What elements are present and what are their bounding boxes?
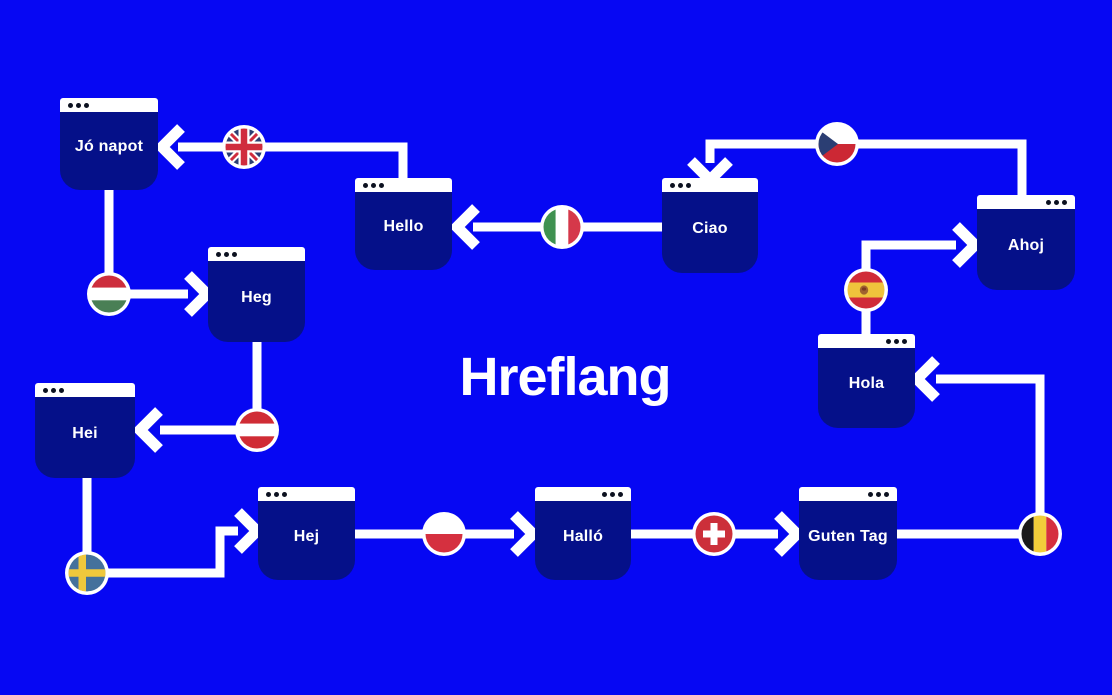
arrow-into-hello-icon <box>449 204 480 250</box>
arrow-into-ahoj-icon <box>952 222 983 268</box>
window-dots-icon <box>363 182 384 188</box>
flag-sweden-icon <box>65 551 109 595</box>
arrow-into-jonapot-icon <box>154 124 185 170</box>
window-body: Hola <box>818 348 915 428</box>
browser-window-guten-tag: Guten Tag <box>799 487 897 580</box>
window-titlebar <box>662 178 758 192</box>
flag-belgium-icon <box>1018 512 1062 556</box>
window-label: Hello <box>383 218 424 235</box>
window-body: Halló <box>535 501 631 580</box>
window-dots-icon <box>216 251 237 257</box>
browser-window-jo-napot: Jó napot <box>60 98 158 190</box>
connector-gutentag-to-hola <box>897 374 1045 539</box>
browser-window-hej: Hej <box>258 487 355 580</box>
window-body: Hei <box>35 397 135 478</box>
page-title: Hreflang <box>459 347 671 407</box>
window-label: Halló <box>562 527 604 545</box>
connector-hei-to-hej <box>82 476 238 578</box>
window-dots-icon <box>43 387 64 393</box>
window-titlebar <box>799 487 897 501</box>
flag-switzerland-icon <box>692 512 736 556</box>
arrow-into-hei-icon <box>132 407 163 453</box>
window-label: Hei <box>72 424 98 442</box>
window-body: Guten Tag <box>799 501 897 580</box>
window-label: Guten Tag <box>808 527 888 545</box>
flag-austria-icon <box>235 408 279 452</box>
arrow-into-hej-icon <box>234 508 265 554</box>
browser-window-ciao: Ciao <box>662 178 758 273</box>
window-label: Ciao <box>692 219 728 237</box>
window-dots-icon <box>266 491 287 497</box>
window-body: Heg <box>208 261 305 342</box>
window-label: Hej <box>293 527 320 545</box>
window-dots-icon <box>868 491 889 497</box>
window-titlebar <box>60 98 158 112</box>
browser-window-hei: Hei <box>35 383 135 478</box>
flag-poland-icon <box>422 512 466 556</box>
window-dots-icon <box>68 102 89 108</box>
window-body: Ciao <box>662 192 758 273</box>
window-dots-icon <box>886 338 907 344</box>
flag-hungary-icon <box>87 272 131 316</box>
window-titlebar <box>818 334 915 348</box>
window-titlebar <box>208 247 305 261</box>
flag-spain-icon <box>844 268 888 312</box>
window-body: Jó napot <box>60 112 158 190</box>
browser-window-hola: Hola <box>818 334 915 428</box>
window-label: Jó napot <box>74 138 144 155</box>
browser-window-ahoj: Ahoj <box>977 195 1075 290</box>
window-titlebar <box>355 178 452 192</box>
window-label: Heg <box>241 288 272 306</box>
window-body: Hej <box>258 501 355 580</box>
window-dots-icon <box>1046 199 1067 205</box>
window-body: Hello <box>355 192 452 270</box>
arrow-into-hola-icon <box>909 356 940 402</box>
window-titlebar <box>258 487 355 501</box>
flag-italy-icon <box>540 205 584 249</box>
arrow-into-gutentag-icon <box>774 511 805 557</box>
arrow-into-heg-icon <box>184 271 215 317</box>
flag-uk-icon <box>222 125 266 169</box>
window-label: Hola <box>848 375 885 392</box>
window-dots-icon <box>602 491 623 497</box>
window-body: Ahoj <box>977 209 1075 290</box>
connector-hello-to-jonapot <box>178 142 408 182</box>
window-titlebar <box>977 195 1075 209</box>
window-dots-icon <box>670 182 691 188</box>
browser-window-hello: Hello <box>355 178 452 270</box>
window-label: Ahoj <box>1007 236 1045 254</box>
window-titlebar <box>535 487 631 501</box>
connector-ahoj-to-ciao <box>705 139 1027 198</box>
browser-window-hallo: Halló <box>535 487 631 580</box>
browser-window-heg: Heg <box>208 247 305 342</box>
window-titlebar <box>35 383 135 397</box>
arrow-into-hallo-icon <box>510 511 541 557</box>
flag-czech-icon <box>815 122 859 166</box>
